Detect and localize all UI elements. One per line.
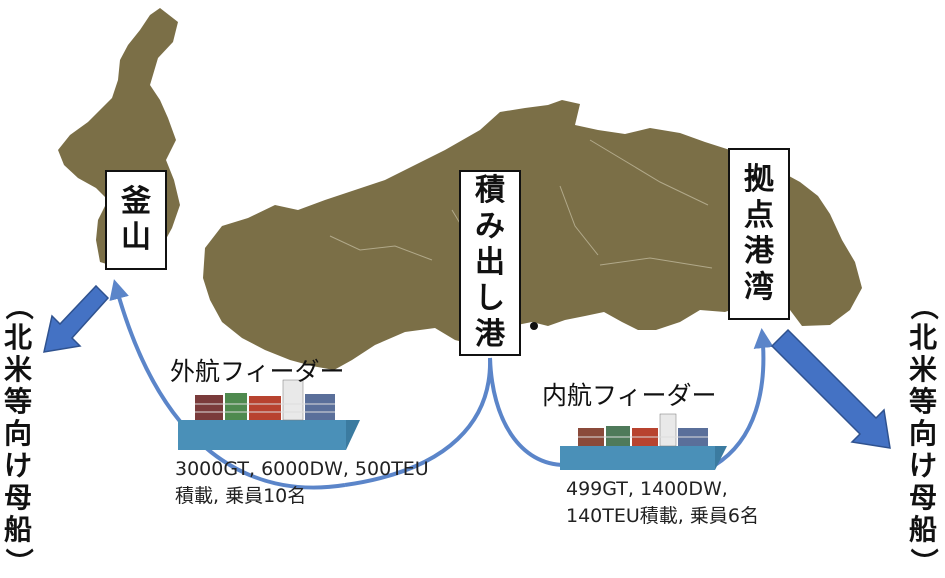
domestic-feeder-spec-line1: 499GT, 1400DW, [566,478,728,500]
international-feeder-spec: 3000GT, 6000DW, 500TEU 積載, 乗員10名 [175,456,429,510]
busan-label: 釜 山 [105,170,167,270]
mothership-label-right: （ 北 米 等 向 け 母 船 ） [906,291,940,577]
domestic-feeder-title: 内航フィーダー [542,381,717,410]
western-japan [203,100,862,370]
domestic-feeder-ship [560,413,727,470]
domestic-feeder-spec: 499GT, 1400DW, 140TEU積載, 乗員6名 [566,476,759,530]
route-arrow-from-loading-port-east [488,357,566,467]
international-feeder-spec-line1: 3000GT, 6000DW, 500TEU [175,458,429,480]
route-arrow-to-busan [109,279,346,490]
route-arrow-from-loading-port-west [344,357,493,487]
international-feeder-spec-line2: 積載, 乗員10名 [175,485,307,507]
mothership-label-left: （ 北 米 等 向 け 母 船 ） [1,291,35,577]
block-arrow-right [770,328,891,449]
international-feeder-ship [178,379,360,450]
block-arrow-left [43,284,110,353]
route-arrow-to-hub-port [713,328,774,467]
international-feeder-title: 外航フィーダー [170,357,345,386]
domestic-feeder-spec-line2: 140TEU積載, 乗員6名 [566,505,759,527]
loading-port-label: 積 み 出 し 港 [459,170,521,356]
hub-port-label: 拠 点 港 湾 [728,148,790,320]
